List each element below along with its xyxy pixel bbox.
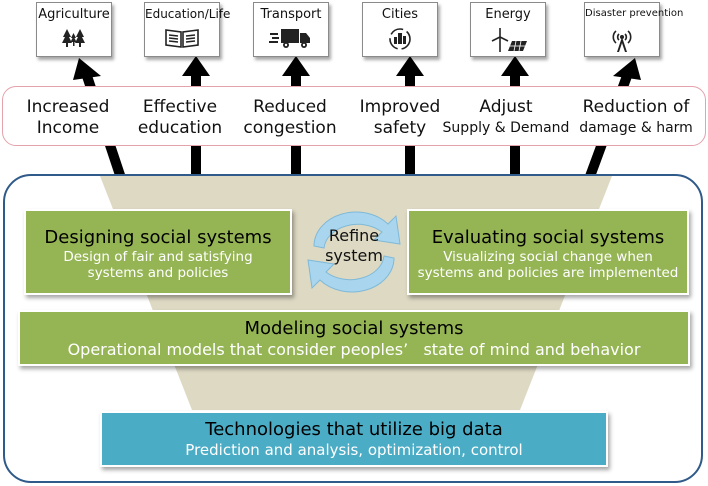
- domain-label: Disaster prevention: [585, 8, 684, 19]
- outcome-line: congestion: [243, 118, 337, 138]
- technologies-title: Technologies that utilize big data: [205, 419, 503, 440]
- outcome-line: education: [137, 118, 223, 138]
- technologies-subtitle: Prediction and analysis, optimization, c…: [185, 441, 523, 459]
- domain-label: Cities: [381, 7, 419, 22]
- modeling-subtitle: Operational models that consider peoples…: [67, 340, 641, 359]
- domain-label: Transport: [260, 7, 322, 22]
- modeling-title: Modeling social systems: [244, 318, 464, 339]
- wind-solar-icon: [491, 28, 527, 52]
- trees-icon: [62, 29, 85, 47]
- outcome-line: Improved: [359, 97, 441, 117]
- designing-line1: Design of fair and satisfying: [63, 249, 253, 265]
- truck-icon: [269, 29, 310, 48]
- outcome-effective-education: Effective education: [138, 97, 222, 139]
- evaluating-title: Evaluating social systems: [431, 227, 665, 248]
- book-icon: [165, 29, 199, 48]
- outcome-adjust-supply-demand: Adjust Supply & Demand: [443, 97, 570, 139]
- domain-label: Agriculture: [38, 7, 110, 22]
- outcome-line: Adjust: [479, 97, 533, 117]
- evaluating-line2: systems and policies are implemented: [417, 265, 679, 281]
- domain-transport: Transport: [253, 2, 329, 57]
- outcome-line: Income: [36, 118, 100, 138]
- domain-disaster-prevention: Disaster prevention: [584, 2, 684, 57]
- designing-title: Designing social systems: [44, 227, 272, 248]
- outcome-line: Reduced: [253, 97, 327, 117]
- technologies-big-data-box: Technologies that utilize big data Predi…: [100, 411, 608, 467]
- refine-line1: Refine: [328, 226, 380, 245]
- domain-agriculture: Agriculture: [36, 2, 112, 57]
- domain-cities: Cities: [362, 2, 438, 57]
- outcome-line: Increased: [26, 97, 110, 117]
- evaluating-social-systems-box: Evaluating social systems Visualizing so…: [407, 209, 689, 295]
- outcome-improved-safety: Improved safety: [360, 97, 441, 139]
- outcome-increased-income: Increased Income: [27, 97, 110, 139]
- refine-system-label: Refine system: [300, 224, 408, 288]
- antenna-icon: [612, 30, 632, 52]
- outcome-line: damage & harm: [579, 120, 693, 136]
- domain-label: Energy: [485, 7, 531, 22]
- city-icon: [389, 28, 411, 50]
- outcome-line: Reduction of: [582, 97, 690, 117]
- domain-energy: Energy: [470, 2, 546, 57]
- outcome-line: Effective: [142, 97, 218, 117]
- outcome-reduced-congestion: Reduced congestion: [243, 97, 336, 139]
- modeling-social-systems-box: Modeling social systems Operational mode…: [18, 310, 690, 366]
- designing-line2: systems and policies: [87, 265, 229, 281]
- outcome-line: safety: [373, 118, 427, 138]
- outcome-reduction-damage: Reduction of damage & harm: [579, 97, 693, 139]
- outcome-line: Supply & Demand: [442, 120, 570, 136]
- refine-cycle-arrows: [307, 211, 401, 293]
- evaluating-line1: Visualizing social change when: [443, 249, 653, 265]
- outcomes-band: [2, 86, 706, 146]
- domain-education-life: Education/Life: [144, 2, 231, 57]
- designing-social-systems-box: Designing social systems Design of fair …: [24, 209, 292, 295]
- refine-line2: system: [325, 246, 383, 265]
- domain-label: Education/Life: [145, 7, 231, 21]
